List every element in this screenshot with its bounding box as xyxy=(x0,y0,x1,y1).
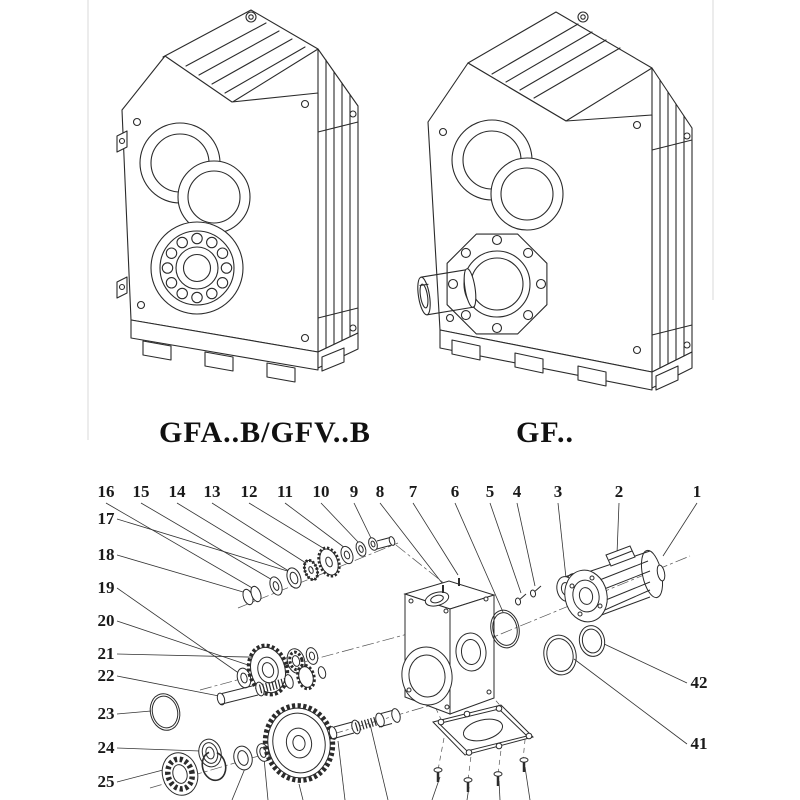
part-number-label: 16 xyxy=(98,482,115,501)
part-number-label: 42 xyxy=(691,673,708,692)
flange-gasket-ring xyxy=(490,609,520,649)
bearing-balls xyxy=(165,756,195,792)
side-rib-panel xyxy=(317,48,359,353)
model-caption-gf: GF.. xyxy=(516,416,574,449)
oil-seal-ring xyxy=(149,693,181,731)
gearbox-drawing-gfab xyxy=(116,9,359,383)
part-number-label: 6 xyxy=(451,482,460,501)
output-shaft-part xyxy=(328,708,401,740)
output-shaft xyxy=(417,268,477,316)
o-ring xyxy=(543,634,577,676)
part-number-label: 12 xyxy=(241,482,258,501)
part-number-label: 24 xyxy=(98,738,116,757)
roof-ribbed-top xyxy=(162,9,319,104)
base-feet xyxy=(439,329,693,391)
part-number-label: 8 xyxy=(376,482,385,501)
shaft-seal xyxy=(198,738,222,768)
fastener-screws xyxy=(514,585,542,606)
retaining-ring xyxy=(578,625,606,657)
pinion-shaft xyxy=(216,663,327,706)
front-face xyxy=(427,62,653,373)
model-caption-gfab: GFA..B/GFV..B xyxy=(159,416,371,449)
part-number-label: 41 xyxy=(691,734,708,753)
part-number-label: 22 xyxy=(98,666,115,685)
part-number-label: 5 xyxy=(486,482,495,501)
output-ball-bearing-boss xyxy=(150,221,244,315)
part-number-label: 14 xyxy=(169,482,187,501)
part-number-label: 11 xyxy=(277,482,293,501)
part-number-label: 7 xyxy=(409,482,418,501)
part-number-label: 9 xyxy=(350,482,359,501)
snap-ring xyxy=(201,750,227,782)
part-number-label: 10 xyxy=(313,482,330,501)
part-number-label: 21 xyxy=(98,644,115,663)
part-number-label: 13 xyxy=(204,482,221,501)
page-crease-lines xyxy=(87,0,714,440)
gasket-plate xyxy=(432,704,534,756)
input-shaft-parts-cluster xyxy=(242,536,396,606)
motor xyxy=(564,545,666,623)
part-number-label: 2 xyxy=(615,482,624,501)
part-number-labels: 16 15 14 13 12 11 10 9 8 7 6 5 4 3 2 1 1… xyxy=(98,482,708,791)
exploded-parts-diagram: 16 15 14 13 12 11 10 9 8 7 6 5 4 3 2 1 1… xyxy=(98,482,708,800)
part-number-label: 23 xyxy=(98,704,115,723)
output-gear xyxy=(262,703,336,783)
side-mount-tabs xyxy=(116,130,128,299)
part-number-label: 19 xyxy=(98,578,115,597)
side-rib-panel xyxy=(651,67,693,373)
part-number-label: 1 xyxy=(693,482,702,501)
mounting-bolts xyxy=(433,757,529,792)
output-flange xyxy=(446,233,548,335)
part-number-label: 25 xyxy=(98,772,115,791)
part-number-label: 3 xyxy=(554,482,563,501)
gearbox-drawing-gf xyxy=(417,11,693,391)
part-number-label: 15 xyxy=(133,482,150,501)
base-feet xyxy=(130,319,359,383)
leader-lines xyxy=(105,502,698,800)
part-number-label: 17 xyxy=(98,509,116,528)
spline-section xyxy=(354,715,382,732)
part-number-label: 4 xyxy=(513,482,522,501)
part-number-label: 18 xyxy=(98,545,115,564)
part-number-label: 20 xyxy=(98,611,115,630)
motor-fin xyxy=(597,589,651,614)
gear-housing xyxy=(401,578,496,715)
